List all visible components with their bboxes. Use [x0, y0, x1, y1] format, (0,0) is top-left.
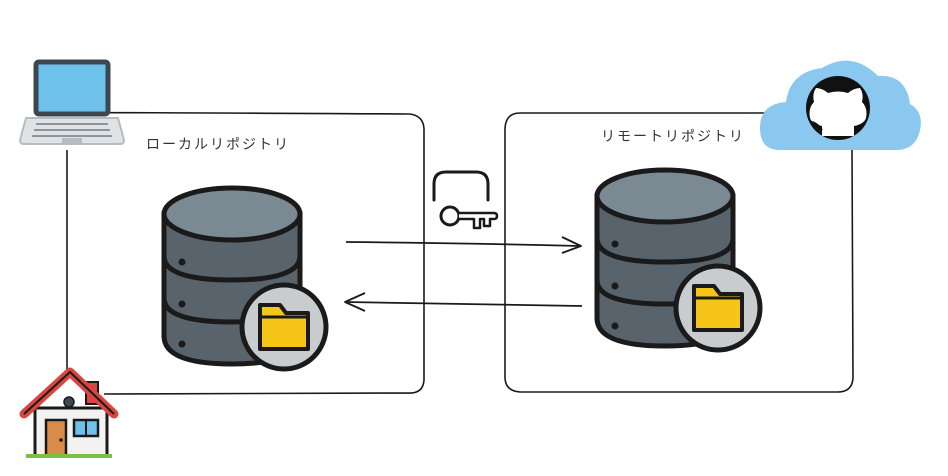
laptop-icon	[18, 59, 126, 145]
local-folder-icon	[242, 285, 326, 369]
remote-folder-icon	[676, 266, 760, 350]
push-arrow	[345, 236, 582, 254]
house-icon	[19, 367, 119, 458]
key-lock-icon	[432, 170, 499, 230]
local-repository-label: ローカルリポジトリ	[146, 137, 290, 153]
github-icon	[806, 76, 870, 140]
remote-repository-box	[504, 112, 854, 393]
remote-repository-label: リモートリポジトリ	[601, 129, 745, 145]
pull-arrow	[344, 292, 583, 312]
